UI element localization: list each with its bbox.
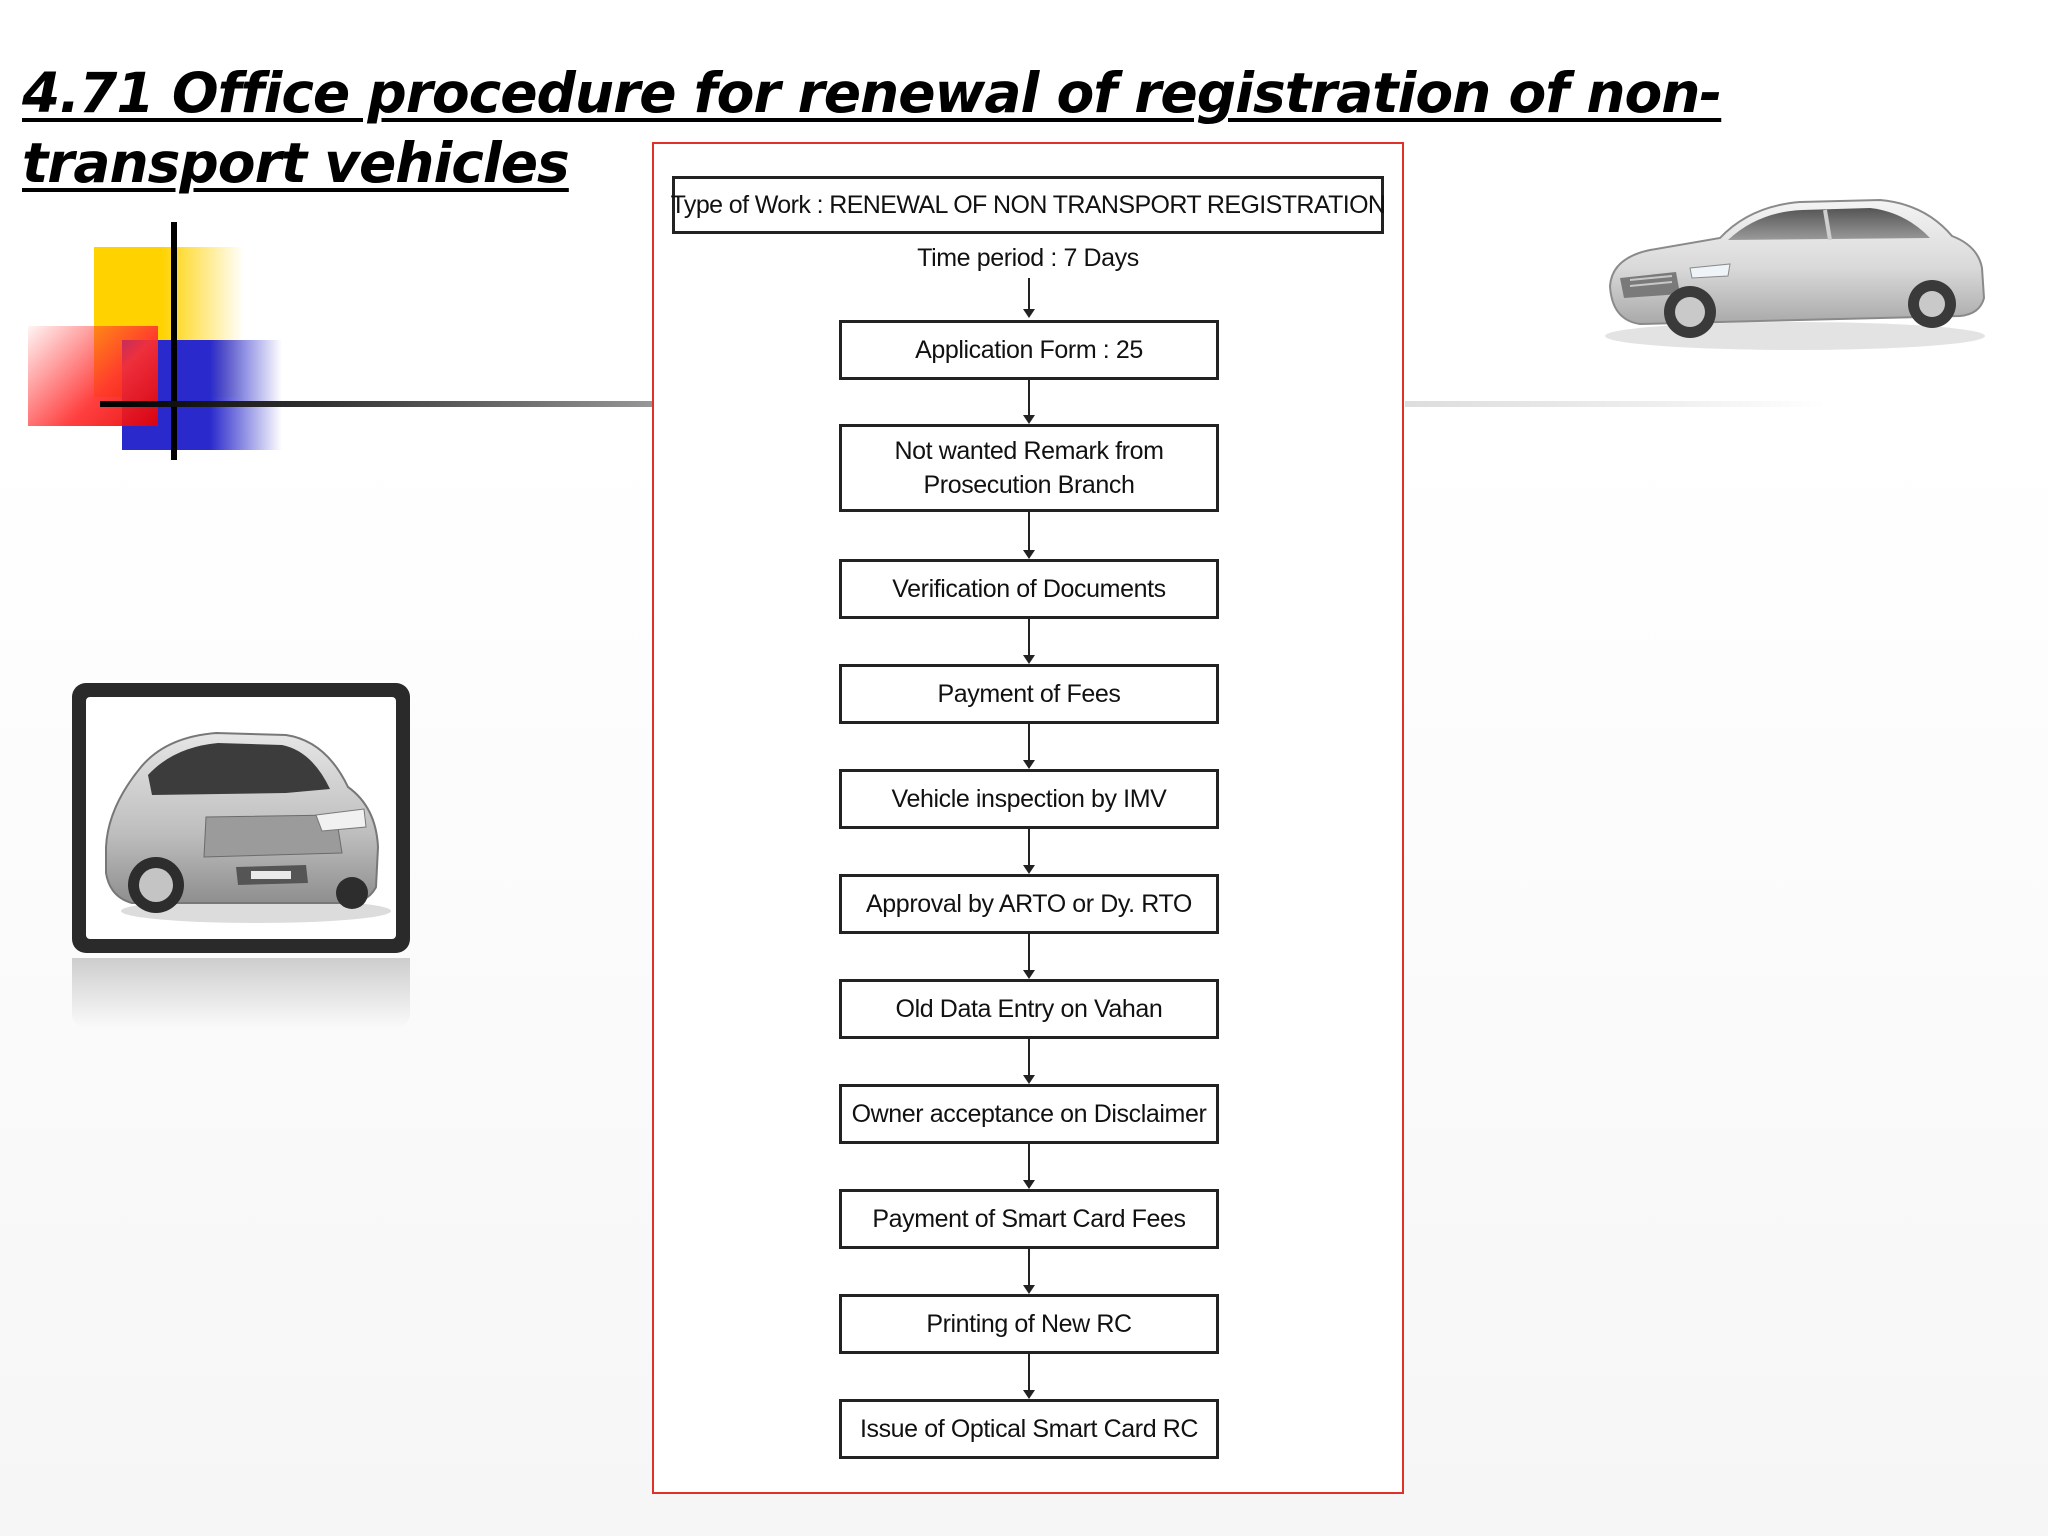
- flow-step: Old Data Entry on Vahan: [839, 979, 1219, 1039]
- flow-step: Approval by ARTO or Dy. RTO: [839, 874, 1219, 934]
- flow-arrow: [1023, 278, 1035, 318]
- flow-step: Payment of Smart Card Fees: [839, 1189, 1219, 1249]
- flow-arrow: [1023, 1144, 1035, 1189]
- hatchback-car-image: [86, 697, 396, 939]
- type-of-work-box: Type of Work : RENEWAL OF NON TRANSPORT …: [671, 176, 1386, 234]
- flow-step: Vehicle inspection by IMV: [839, 769, 1219, 829]
- flow-step: Application Form : 25: [839, 320, 1219, 380]
- decorative-vertical-line: [171, 222, 177, 460]
- decorative-horizontal-line-right: [1405, 401, 1825, 407]
- decorative-horizontal-line: [100, 401, 660, 407]
- flow-step: Not wanted Remark from Prosecution Branc…: [839, 424, 1219, 512]
- flow-arrow: [1023, 380, 1035, 424]
- hatchback-car-reflection: [72, 958, 410, 1028]
- flow-arrow: [1023, 829, 1035, 874]
- flow-arrow: [1023, 619, 1035, 664]
- flow-arrow: [1023, 724, 1035, 769]
- flow-step: Issue of Optical Smart Card RC: [839, 1399, 1219, 1459]
- flow-step: Owner acceptance on Disclaimer: [839, 1084, 1219, 1144]
- flow-arrow: [1023, 1354, 1035, 1399]
- flow-step: Printing of New RC: [839, 1294, 1219, 1354]
- flow-step: Payment of Fees: [839, 664, 1219, 724]
- flowchart-panel: Type of Work : RENEWAL OF NON TRANSPORT …: [652, 142, 1404, 1494]
- sedan-car-image: [1580, 158, 2000, 368]
- flow-arrow: [1023, 934, 1035, 979]
- flow-arrow: [1023, 1249, 1035, 1294]
- flow-arrow: [1023, 1039, 1035, 1084]
- decorative-red-square: [28, 326, 158, 426]
- hatchback-car-frame: [72, 683, 410, 953]
- flow-step: Verification of Documents: [839, 559, 1219, 619]
- time-period-label: Time period : 7 Days: [917, 244, 1139, 272]
- slide-title: 4.71 Office procedure for renewal of reg…: [22, 61, 1722, 195]
- flow-arrow: [1023, 512, 1035, 559]
